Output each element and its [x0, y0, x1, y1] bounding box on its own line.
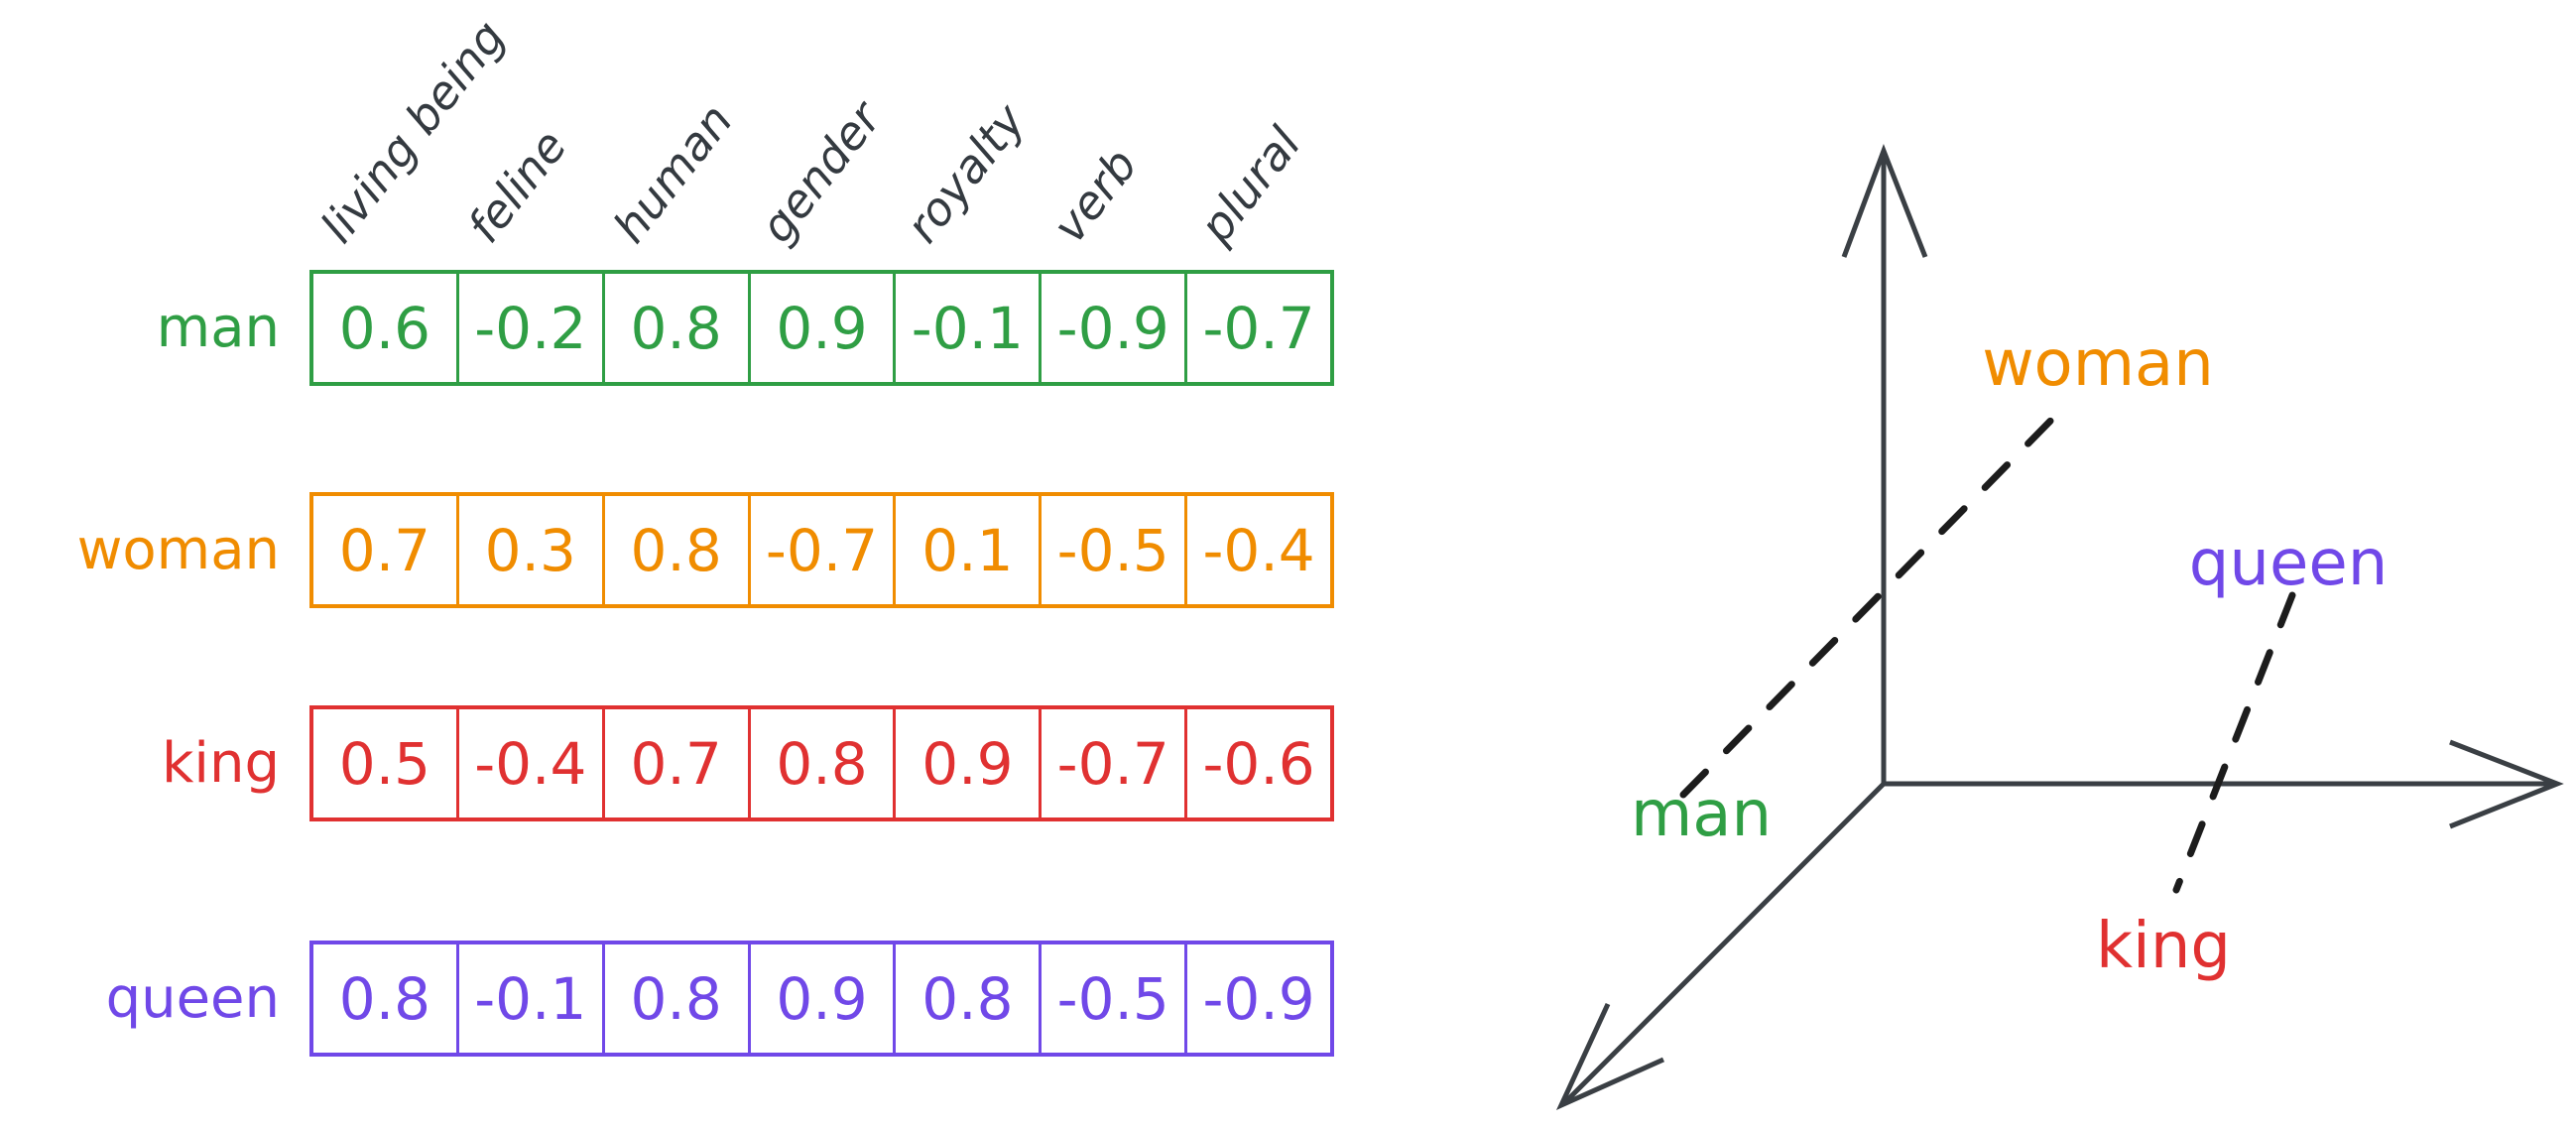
z-axis-arrowhead-icon — [1555, 1002, 1665, 1110]
plot-label-queen: queen — [2188, 527, 2389, 600]
vector-cell: 0.9 — [747, 274, 894, 382]
vector-row-queen: 0.8 -0.1 0.8 0.9 0.8 -0.5 -0.9 — [309, 941, 1334, 1057]
y-axis-arrowhead-icon — [1841, 144, 1928, 258]
vector-cell: 0.8 — [601, 496, 748, 604]
row-label-woman: woman — [76, 518, 280, 582]
vector-cell: 0.6 — [338, 294, 431, 362]
vector-cell: -0.5 — [1039, 496, 1184, 604]
vector-cell: 0.9 — [747, 944, 894, 1053]
vector-cell: -0.7 — [1184, 274, 1330, 382]
man-woman-dashed-line — [1679, 397, 2074, 799]
vector-cell: 0.9 — [893, 709, 1039, 817]
row-label-man: man — [156, 296, 280, 360]
x-axis-arrowhead-icon — [2449, 739, 2564, 829]
vector-cell: 0.8 — [338, 964, 431, 1033]
vector-cell: -0.5 — [1039, 944, 1184, 1053]
vector-cell: -0.1 — [893, 274, 1039, 382]
vector-cell: -0.1 — [455, 944, 602, 1053]
vector-cell: -0.4 — [455, 709, 602, 817]
vector-cell: -0.7 — [747, 496, 894, 604]
vector-cell: 0.7 — [338, 516, 431, 584]
vector-cell: 0.7 — [601, 709, 748, 817]
vector-cell: 0.8 — [747, 709, 894, 817]
vector-cell: -0.2 — [455, 274, 602, 382]
vector-row-king: 0.5 -0.4 0.7 0.8 0.9 -0.7 -0.6 — [309, 705, 1334, 821]
vector-cell: -0.9 — [1184, 944, 1330, 1053]
vector-cell: 0.8 — [601, 944, 748, 1053]
z-axis — [1561, 782, 1886, 1106]
vector-cell: -0.4 — [1184, 496, 1330, 604]
vector-cell: -0.6 — [1184, 709, 1330, 817]
plot-label-king: king — [2095, 910, 2232, 983]
vector-row-woman: 0.7 0.3 0.8 -0.7 0.1 -0.5 -0.4 — [309, 492, 1334, 608]
plot-label-man: man — [1630, 778, 1773, 851]
vector-cell: 0.5 — [338, 729, 431, 798]
plot-label-woman: woman — [1982, 327, 2214, 401]
vector-cell: -0.7 — [1039, 709, 1184, 817]
vector-cell: -0.9 — [1039, 274, 1184, 382]
king-queen-dashed-line — [2172, 591, 2296, 894]
vector-cell: 0.8 — [893, 944, 1039, 1053]
row-label-king: king — [161, 731, 280, 796]
vector-cell: 0.8 — [601, 274, 748, 382]
vector-cell: 0.3 — [455, 496, 602, 604]
vector-row-man: 0.6 -0.2 0.8 0.9 -0.1 -0.9 -0.7 — [309, 270, 1334, 386]
vector-cell: 0.1 — [893, 496, 1039, 604]
row-label-queen: queen — [105, 966, 280, 1031]
